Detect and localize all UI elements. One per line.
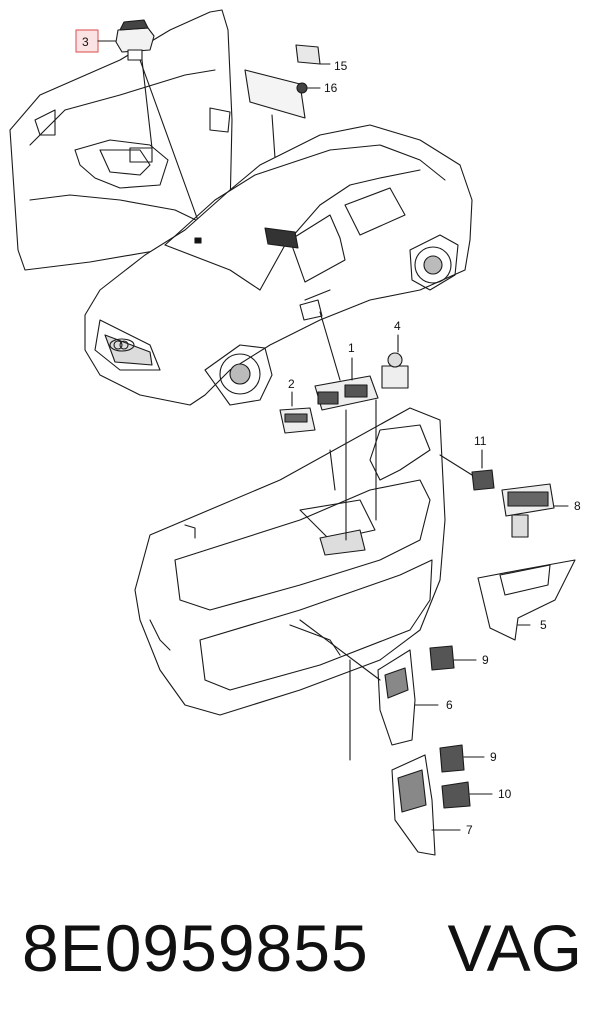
part-9-switch-upper	[429, 645, 477, 671]
callout-5: 5	[540, 618, 547, 632]
callout-8: 8	[574, 499, 581, 513]
part-10-switch	[441, 781, 493, 809]
callout-4: 4	[394, 319, 401, 333]
callout-10: 10	[498, 787, 512, 801]
part-2-switch	[279, 391, 316, 434]
part-1-window-switch	[314, 357, 379, 411]
callout-15: 15	[334, 59, 348, 73]
part-9-switch-lower	[439, 744, 485, 773]
part-8-switch-block	[501, 483, 569, 538]
callout-16: 16	[324, 81, 338, 95]
part-5-trim	[477, 559, 576, 641]
car-illustration	[84, 124, 473, 406]
brand-name: VAG	[447, 911, 582, 985]
callout-6: 6	[446, 698, 453, 712]
rear-door-panel	[134, 407, 446, 716]
part-3-switch	[115, 19, 155, 61]
callout-9-upper: 9	[482, 653, 489, 667]
part-number: 8E0959855	[22, 911, 369, 985]
callout-3: 3	[82, 35, 89, 49]
callout-7: 7	[466, 823, 473, 837]
part-11-connector	[439, 449, 495, 491]
callout-11: 11	[474, 434, 487, 448]
part-7-armrest-trim	[349, 659, 461, 856]
exploded-parts-diagram: 3 15 16 1 4 2 11 8 5 9 6 9 10 7	[9, 9, 581, 856]
part-4-mirror-switch	[381, 334, 409, 389]
part-6-armrest-trim	[299, 619, 439, 746]
callout-2: 2	[288, 377, 295, 391]
callout-9-lower: 9	[490, 750, 497, 764]
callout-1: 1	[348, 341, 355, 355]
